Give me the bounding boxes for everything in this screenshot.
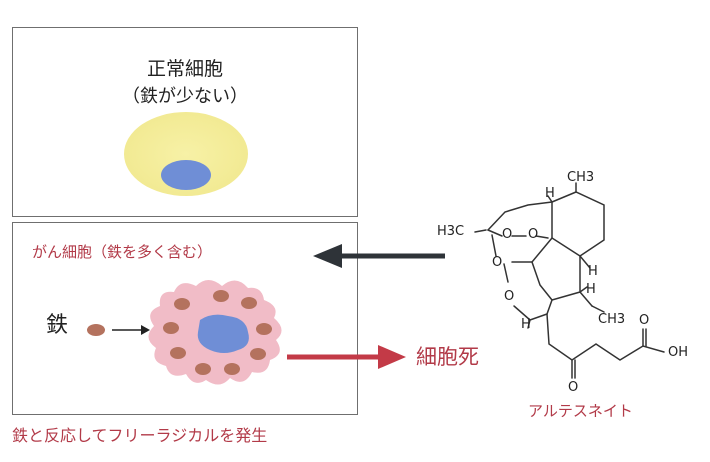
atom-h-lower: H: [586, 282, 596, 297]
normal-cell-nucleus: [161, 160, 211, 190]
cell-death-arrowhead: [378, 345, 406, 369]
iron-particle: [174, 298, 190, 310]
atom-o-ketone: O: [568, 380, 579, 395]
normal-cell-cytoplasm: [124, 112, 248, 196]
artesunate-structure: [474, 182, 665, 379]
atom-ch3-top: CH3: [567, 170, 595, 185]
caption: 鉄と反応してフリーラジカルを発生: [12, 426, 268, 445]
iron-particle: [170, 347, 186, 359]
normal-cell-subtitle: （鉄が少ない）: [122, 86, 248, 107]
drug-name: アルテスネイト: [528, 402, 633, 420]
iron-entry-arrowhead: [141, 325, 150, 335]
iron-particle: [224, 363, 240, 375]
atom-h-bottom: H: [521, 317, 531, 332]
normal-cell-title: 正常細胞: [146, 58, 223, 80]
atom-o-acid: O: [639, 313, 650, 328]
atom-h3c-left: H3C: [437, 224, 465, 239]
atom-o-ring-1: O: [492, 255, 503, 270]
drug-to-cell-arrowhead: [313, 244, 342, 268]
cancer-cell-title: がん細胞（鉄を多く含む）: [32, 243, 213, 261]
atom-ch3-right: CH3: [598, 312, 626, 327]
atom-h-top: H: [545, 186, 555, 201]
iron-particle: [195, 363, 211, 375]
atom-h-mid: H: [588, 264, 598, 279]
cell-death-label: 細胞死: [416, 345, 479, 369]
iron-particle: [213, 290, 229, 302]
atom-o-peroxide-1: O: [502, 227, 513, 242]
iron-particles: [163, 290, 272, 375]
cancer-cell-nucleus: [197, 314, 249, 353]
atom-o-peroxide-2: O: [528, 227, 539, 242]
atom-oh: OH: [668, 345, 689, 360]
iron-particle: [163, 322, 179, 334]
iron-particle: [256, 323, 272, 335]
iron-particle: [241, 297, 257, 309]
iron-particle-free: [87, 324, 105, 336]
iron-particle: [250, 348, 266, 360]
atom-o-ring-2: O: [504, 289, 515, 304]
iron-label: 鉄: [46, 313, 69, 338]
